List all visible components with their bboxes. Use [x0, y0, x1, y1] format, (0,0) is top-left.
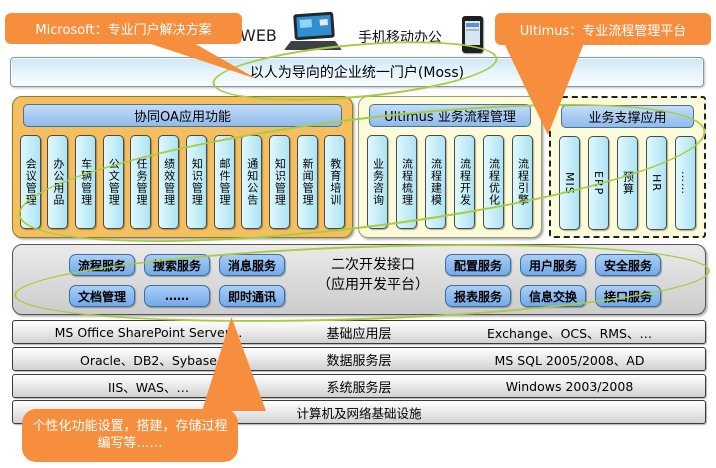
service-button: 流程服务	[69, 254, 135, 276]
oa-module: 教育培训	[324, 135, 346, 229]
layer-left-text: MS Office SharePoint Server…	[54, 324, 243, 340]
bpm-module-row: 业务咨询 流程梳理 流程建模 流程开发 流程优化 流程引擎	[359, 127, 541, 229]
ultimus-callout: Ultimus：专业流程管理平台	[495, 13, 711, 45]
layer-label: 基础应用层	[326, 326, 392, 342]
service-button: 用户服务	[520, 254, 586, 276]
bpm-module: 流程开发	[454, 135, 475, 229]
service-button: 搜索服务	[144, 254, 210, 276]
service-button: 消息服务	[219, 254, 285, 276]
oa-module: 知识管理	[185, 135, 207, 229]
layer-right-text: MS SQL 2005/2008、AD	[494, 352, 645, 368]
oa-module: 公文管理	[102, 135, 124, 229]
dev-title-line2: （应用开发平台）	[317, 277, 429, 294]
smartphone-icon	[462, 16, 483, 53]
bpm-module: 流程优化	[483, 135, 504, 229]
bpm-panel: Ultimus 业务流程管理 业务咨询 流程梳理 流程建模 流程开发 流程优化 …	[358, 96, 542, 238]
service-button: 配置服务	[445, 254, 511, 276]
service-button: 报表服务	[445, 285, 511, 307]
service-button: 安全服务	[595, 254, 661, 276]
layer-left-text: Oracle、DB2、Sybase	[80, 352, 217, 368]
support-module: 预算	[617, 136, 638, 230]
service-button: 文档管理	[69, 285, 135, 307]
microsoft-callout-text: Microsoft：专业门户解决方案	[35, 23, 212, 38]
laptop-icon	[284, 11, 342, 53]
layer-row-data-service: Oracle、DB2、Sybase 数据服务层 MS SQL 2005/2008…	[12, 347, 706, 371]
layer-left-text: IIS、WAS、…	[108, 379, 189, 395]
dev-left-services: 流程服务 搜索服务 消息服务 文档管理 …… 即时通讯	[69, 254, 285, 307]
oa-module: 知识管理	[268, 135, 290, 229]
support-module: HR	[646, 136, 667, 230]
layer-right-text: Windows 2003/2008	[505, 378, 634, 394]
web-access-label: WEB	[240, 26, 277, 45]
oa-panel: 协同OA应用功能 会议管理 办公用品 车辆管理 公文管理 任务管理 绩效管理 知…	[12, 96, 353, 238]
layer-row-basic-app: MS Office SharePoint Server… 基础应用层 Excha…	[12, 320, 706, 344]
oa-module: 车辆管理	[75, 135, 97, 229]
oa-module: 会议管理	[19, 135, 41, 229]
service-button: 即时通讯	[219, 285, 285, 307]
oa-module: 新闻管理	[296, 135, 318, 229]
service-button: 接口服务	[595, 285, 661, 307]
dev-right-services: 配置服务 用户服务 安全服务 报表服务 信息交换 接口服务	[445, 254, 661, 307]
bpm-module: 流程梳理	[396, 135, 417, 229]
dev-platform-title: 二次开发接口 （应用开发平台）	[281, 255, 465, 296]
support-module: ……	[675, 136, 696, 230]
bpm-module: 流程引擎	[512, 135, 533, 229]
oa-module: 通知公告	[241, 135, 263, 229]
support-module-row: MIS ERP 预算 HR ……	[551, 128, 704, 230]
bpm-module: 流程建模	[425, 135, 446, 229]
mobile-access-label: 手机移动办公	[358, 30, 442, 46]
layer-label: 数据服务层	[326, 353, 392, 369]
oa-module: 任务管理	[130, 135, 152, 229]
support-panel-header: 业务支撑应用	[561, 105, 694, 128]
layer-label: 系统服务层	[326, 380, 392, 396]
service-button: ……	[144, 285, 210, 307]
ultimus-callout-text: Ultimus：专业流程管理平台	[519, 23, 687, 39]
portal-banner-title: 以人为导向的企业统一门户(Moss)	[249, 65, 465, 81]
layer-label: 计算机及网络基础设施	[296, 405, 422, 421]
support-module: MIS	[559, 136, 580, 230]
oa-module: 办公用品	[47, 135, 69, 229]
oa-module: 绩效管理	[158, 135, 180, 229]
oa-module: 邮件管理	[213, 135, 235, 229]
portal-banner: 以人为导向的企业统一门户(Moss)	[10, 57, 704, 87]
customization-callout-text: 个性化功能设置，搭建，存储过程编写等……	[32, 418, 228, 451]
layer-row-system-service: IIS、WAS、… 系统服务层 Windows 2003/2008	[12, 374, 706, 398]
customization-callout: 个性化功能设置，搭建，存储过程编写等……	[22, 409, 238, 462]
oa-panel-header: 协同OA应用功能	[23, 104, 342, 127]
service-button: 信息交换	[520, 285, 586, 307]
oa-module-row: 会议管理 办公用品 车辆管理 公文管理 任务管理 绩效管理 知识管理 邮件管理 …	[13, 127, 352, 229]
bpm-module: 业务咨询	[367, 135, 388, 229]
microsoft-callout: Microsoft：专业门户解决方案	[5, 13, 242, 44]
support-panel: 业务支撑应用 MIS ERP 预算 HR ……	[549, 96, 706, 238]
layer-right-text: Exchange、OCS、RMS、…	[487, 325, 652, 341]
bpm-panel-header: Ultimus 业务流程管理	[369, 104, 531, 127]
support-module: ERP	[588, 136, 609, 230]
dev-title-line1: 二次开发接口	[331, 257, 415, 273]
dev-platform-section: 流程服务 搜索服务 消息服务 文档管理 …… 即时通讯 二次开发接口 （应用开发…	[12, 244, 706, 315]
